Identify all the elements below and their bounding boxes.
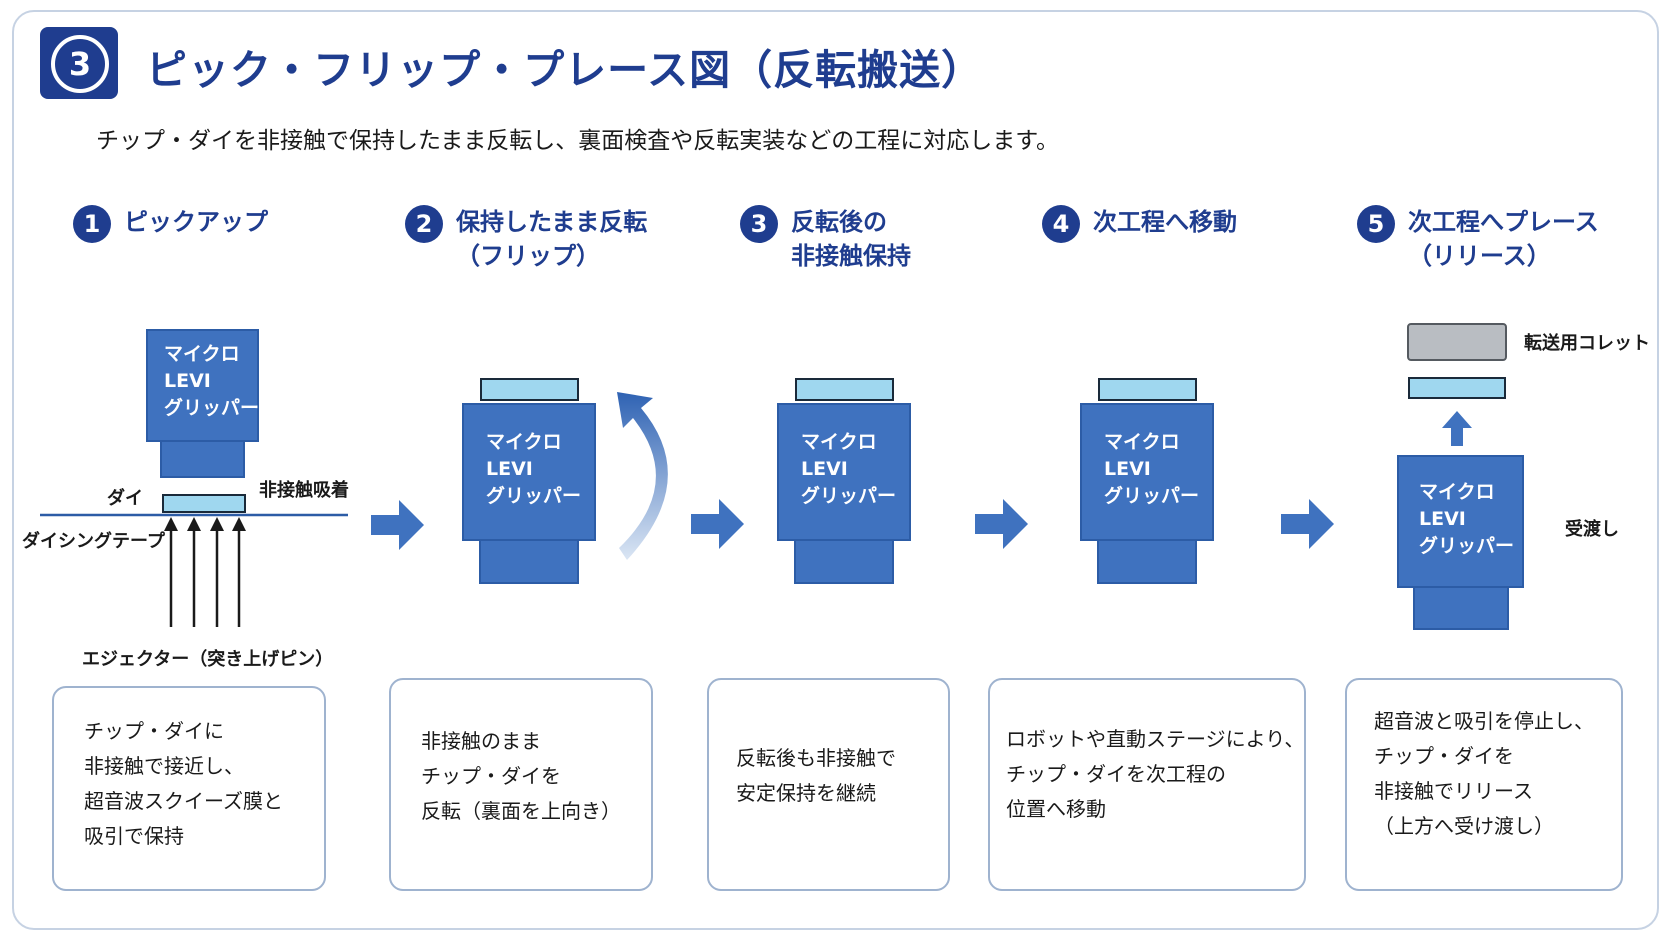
gripper-step-1: マイクロ LEVI グリッパー — [146, 329, 259, 442]
description-box-step-2: 非接触のまま チップ・ダイを 反転（裏面を上向き） — [389, 678, 653, 891]
description-line: 超音波と吸引を停止し、 — [1374, 709, 1594, 733]
description-line: （上方へ受け渡し） — [1374, 814, 1554, 838]
description-line: チップ・ダイを次工程の — [1006, 762, 1226, 786]
step-5-number: 5 — [1357, 205, 1395, 243]
step-3-title-line: 非接触保持 — [791, 242, 911, 270]
flow-arrow-3-4 — [975, 499, 1028, 549]
step-5-title: 次工程へプレース （リリース） — [1408, 205, 1599, 273]
chip-step-3 — [795, 378, 894, 401]
step-2-title-line: （フリップ） — [456, 242, 600, 270]
gripper-neck-step-1 — [160, 440, 245, 478]
description-line: 反転（裏面を上向き） — [421, 799, 621, 823]
step-1-number: 1 — [73, 205, 111, 243]
gripper-label-line: グリッパー — [164, 397, 260, 419]
flow-arrow-4-5 — [1281, 499, 1334, 549]
flow-arrow-2-3 — [691, 499, 744, 549]
gripper-neck-step-5 — [1413, 586, 1509, 630]
gripper-label-line: LEVI — [164, 370, 211, 392]
gripper-label-line: マイクロ — [1104, 431, 1180, 453]
description-line: 安定保持を継続 — [736, 781, 876, 805]
step-1-title: ピックアップ — [124, 205, 268, 239]
gripper-step-2: マイクロ LEVI グリッパー — [462, 403, 596, 541]
release-up-arrow — [1442, 411, 1472, 446]
description-line: 反転後も非接触で — [736, 746, 896, 770]
chip-step-2 — [480, 378, 579, 401]
transfer-collet — [1407, 323, 1507, 361]
step-2-title-line: 保持したまま反転 — [456, 208, 648, 236]
description-line: ロボットや直動ステージにより、 — [1006, 727, 1305, 751]
gripper-label-line: LEVI — [486, 458, 533, 480]
flip-rotation-arrow — [617, 392, 668, 560]
step-2-number: 2 — [405, 205, 443, 243]
diagram-frame — [12, 10, 1659, 930]
description-box-step-4: ロボットや直動ステージにより、 チップ・ダイを次工程の 位置へ移動 — [988, 678, 1306, 891]
step-3-title-line: 反転後の — [791, 208, 887, 236]
gripper-label-line: LEVI — [1419, 508, 1466, 530]
description-box-step-3: 反転後も非接触で 安定保持を継続 — [707, 678, 950, 891]
gripper-label-line: マイクロ — [164, 343, 240, 365]
description-line: チップ・ダイを — [1374, 744, 1514, 768]
description-box-step-1: チップ・ダイに 非接触で接近し、 超音波スクイーズ膜と 吸引で保持 — [52, 686, 326, 891]
gripper-neck-step-2 — [479, 539, 579, 584]
gripper-neck-step-3 — [794, 539, 894, 584]
transfer-collet-label: 転送用コレット — [1524, 333, 1650, 354]
ejector-pins — [164, 517, 246, 627]
description-line: チップ・ダイを — [421, 764, 561, 788]
gripper-label-line: グリッパー — [1104, 485, 1200, 507]
chip-step-5 — [1408, 377, 1506, 399]
gripper-step-3: マイクロ LEVI グリッパー — [777, 403, 911, 541]
step-3-title: 反転後の 非接触保持 — [791, 205, 911, 273]
handover-label: 受渡し — [1565, 519, 1619, 540]
gripper-label-line: グリッパー — [801, 485, 897, 507]
non-contact-suction-label: 非接触吸着 — [259, 480, 349, 501]
ejector-label: エジェクター（突き上げピン） — [82, 649, 334, 670]
step-1-title-line: ピックアップ — [124, 208, 268, 236]
flow-arrow-1-2 — [371, 500, 424, 550]
step-5-title-line: （リリース） — [1408, 242, 1551, 270]
description-line: 非接触のまま — [421, 729, 541, 753]
step-4-title: 次工程へ移動 — [1093, 205, 1237, 239]
dicing-tape-line — [40, 513, 348, 517]
section-badge: 3 — [40, 27, 118, 99]
page-title: ピック・フリップ・プレース図（反転搬送） — [146, 46, 984, 94]
description-line: 非接触で接近し、 — [84, 754, 244, 778]
dicing-tape-label: ダイシングテープ — [22, 531, 165, 552]
gripper-label-line: グリッパー — [1419, 535, 1515, 557]
page-subtitle: チップ・ダイを非接触で保持したまま反転し、裏面検査や反転実装などの工程に対応しま… — [96, 128, 1060, 154]
step-3-number: 3 — [740, 205, 778, 243]
gripper-label-line: LEVI — [801, 458, 848, 480]
chip-step-4 — [1098, 378, 1197, 401]
die-chip — [162, 494, 246, 513]
step-5-title-line: 次工程へプレース — [1408, 208, 1599, 236]
gripper-label-line: マイクロ — [1419, 481, 1495, 503]
gripper-label-line: マイクロ — [801, 431, 877, 453]
step-4-number: 4 — [1042, 205, 1080, 243]
section-number: 3 — [51, 35, 109, 93]
step-4-title-line: 次工程へ移動 — [1093, 208, 1237, 236]
description-line: チップ・ダイに — [84, 719, 224, 743]
gripper-label-line: LEVI — [1104, 458, 1151, 480]
gripper-step-4: マイクロ LEVI グリッパー — [1080, 403, 1214, 541]
description-line: 非接触でリリース — [1374, 779, 1533, 803]
description-box-step-5: 超音波と吸引を停止し、 チップ・ダイを 非接触でリリース （上方へ受け渡し） — [1345, 678, 1623, 891]
description-line: 吸引で保持 — [84, 824, 184, 848]
gripper-step-5: マイクロ LEVI グリッパー — [1397, 455, 1524, 588]
description-line: 位置へ移動 — [1006, 797, 1106, 821]
step-2-title: 保持したまま反転 （フリップ） — [456, 205, 647, 273]
gripper-neck-step-4 — [1097, 539, 1197, 584]
description-line: 超音波スクイーズ膜と — [84, 789, 283, 813]
die-label: ダイ — [107, 488, 143, 509]
gripper-label-line: マイクロ — [486, 431, 562, 453]
gripper-label-line: グリッパー — [486, 485, 582, 507]
